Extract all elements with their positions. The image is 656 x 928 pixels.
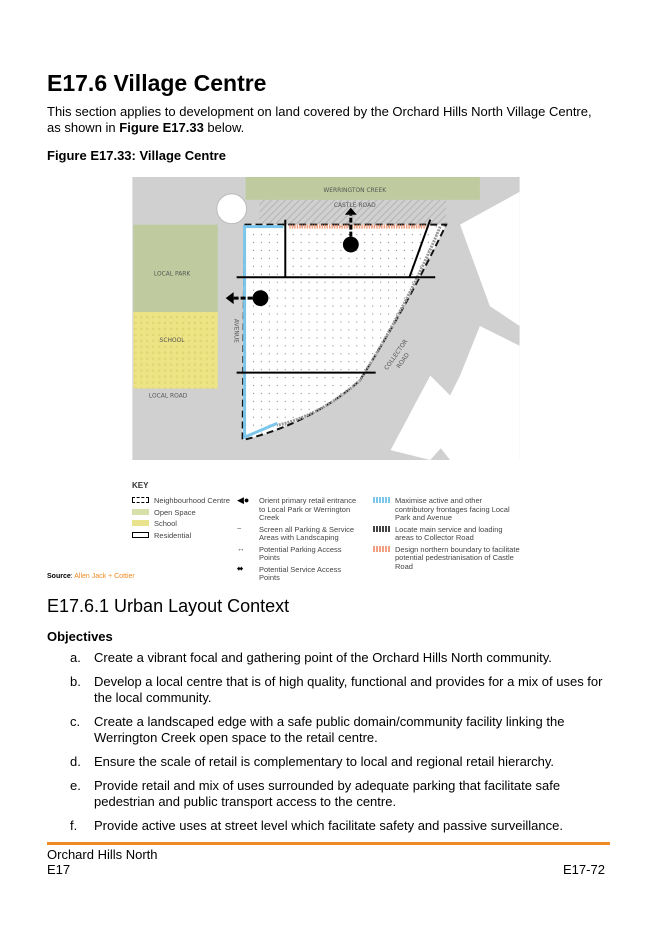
active-frontage — [243, 225, 284, 440]
objective-item: c.Create a landscaped edge with a safe p… — [70, 714, 565, 745]
parking-access-arrows — [236, 219, 436, 374]
objective-item: b.Develop a local centre that is of high… — [70, 674, 603, 705]
label-school: SCHOOL — [160, 337, 186, 344]
figure-reference: Figure E17.33 — [119, 120, 204, 135]
objective-item: d.Ensure the scale of retail is compleme… — [70, 754, 555, 769]
key-title: KEY — [132, 481, 149, 490]
source-value: Allen Jack + Cottier — [74, 573, 135, 580]
key-item: Orient primary retail entrance to Local … — [259, 496, 357, 522]
key-item: Potential Parking Access Points — [259, 544, 342, 562]
key-column-1: Neighbourhood Centre Open Space School R… — [132, 496, 237, 543]
objectives-title: Objectives — [47, 629, 113, 644]
retail-entrance-west — [252, 290, 269, 307]
key-item: Design northern boundary to facilitate p… — [395, 544, 520, 571]
local-park-area — [133, 224, 218, 313]
key-item: Locate main service and loading areas to… — [395, 524, 503, 542]
label-local-road: LOCAL ROAD — [149, 392, 188, 399]
village-centre-map: WERRINGTON CREEK CASTLE ROAD LOCAL PARK … — [132, 177, 520, 460]
objective-item: a.Create a vibrant focal and gathering p… — [70, 650, 552, 665]
footer-section: E17 — [47, 862, 71, 877]
school-area — [133, 312, 218, 389]
roundabout — [216, 193, 248, 225]
section-subheading: E17.6.1 Urban Layout Context — [47, 596, 290, 616]
objectives-list: a.Create a vibrant focal and gathering p… — [47, 650, 607, 842]
intro-paragraph: This section applies to development on l… — [47, 104, 607, 136]
label-avenue: AVENUE — [233, 319, 240, 343]
key-item: Screen all Parking & Service Areas with … — [259, 524, 355, 542]
key-item: Neighbourhood Centre — [154, 496, 230, 505]
figure-source: Source: Allen Jack + Cottier — [47, 573, 135, 580]
objective-item: e.Provide retail and mix of uses surroun… — [70, 778, 561, 809]
intro-text: This section applies to development on l… — [47, 104, 592, 135]
key-item: Open Space — [154, 507, 196, 517]
key-column-3: Maximise active and other contributory f… — [373, 496, 523, 574]
key-item: School — [154, 519, 177, 528]
key-item: Potential Service Access Points — [259, 564, 342, 582]
key-item: Residential — [154, 530, 192, 540]
werrington-creek-area — [245, 177, 480, 200]
key-column-2: ◀●Orient primary retail entrance to Loca… — [237, 496, 362, 586]
figure-caption: Figure E17.33: Village Centre — [47, 148, 226, 163]
service-frontage — [277, 226, 442, 427]
residential-block — [430, 325, 520, 460]
footer-document-name: Orchard Hills North — [47, 847, 158, 862]
footer-divider — [47, 842, 610, 845]
retail-entrance-north — [342, 236, 359, 253]
intro-text-end: below. — [203, 120, 245, 135]
source-label: Source — [47, 573, 71, 580]
key-item: Maximise active and other contributory f… — [395, 496, 510, 522]
label-castle-road: CASTLE ROAD — [334, 202, 376, 209]
residential-block — [460, 191, 520, 326]
page-title: E17.6 Village Centre — [47, 70, 267, 96]
label-local-park: LOCAL PARK — [154, 270, 192, 277]
label-werrington-creek: WERRINGTON CREEK — [323, 187, 387, 194]
footer-page-number: E17-72 — [563, 862, 605, 877]
objective-item: f.Provide active uses at street level wh… — [70, 818, 563, 833]
